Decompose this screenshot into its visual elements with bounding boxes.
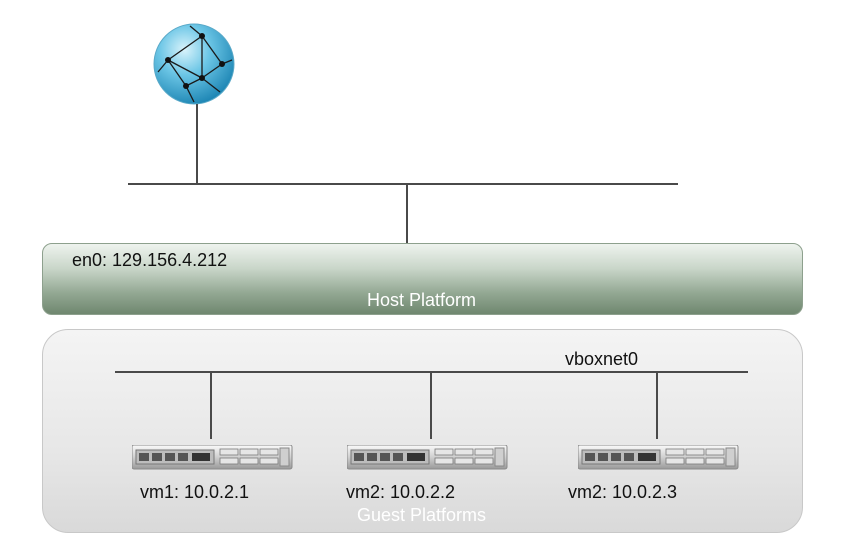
internet-globe-icon [153, 23, 235, 105]
host-platform-label: Host Platform [366, 290, 477, 310]
vm2-server-icon [347, 445, 508, 470]
host-interface-label: en0: 129.156.4.212 [72, 250, 228, 270]
host-uplink-line [406, 183, 408, 245]
vm1-link-line [210, 373, 212, 439]
vm3-server-icon [578, 445, 739, 470]
vm1-label: vm1: 10.0.2.1 [140, 482, 250, 502]
vm1-server-icon [132, 445, 293, 470]
network-label: vboxnet0 [565, 349, 639, 369]
globe-uplink-line [196, 104, 198, 184]
vm2-link-line [430, 373, 432, 439]
vm2-label: vm2: 10.0.2.2 [346, 482, 456, 502]
host-platform [42, 243, 803, 315]
vm3-label: vm2: 10.0.2.3 [568, 482, 678, 502]
guest-platforms [42, 329, 803, 533]
vm3-link-line [656, 373, 658, 439]
external-network-line [128, 183, 678, 185]
guest-network-line [115, 371, 748, 373]
guest-platforms-label: Guest Platforms [356, 505, 487, 525]
